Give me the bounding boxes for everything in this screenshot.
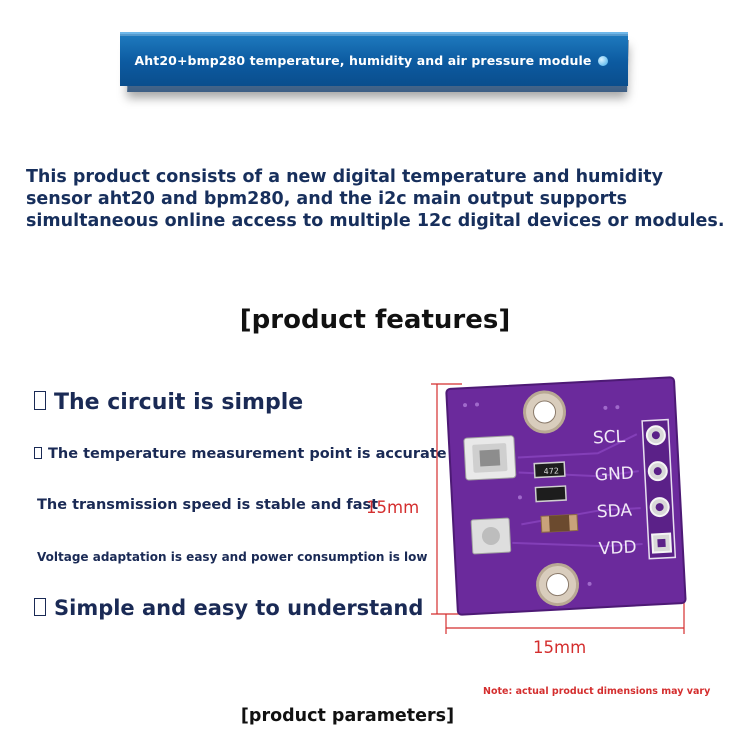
feature-item-power: Voltage adaptation is easy and power con… <box>37 550 428 564</box>
feature-label: Voltage adaptation is easy and power con… <box>37 550 428 564</box>
feature-item-speed: The transmission speed is stable and fas… <box>37 497 378 513</box>
feature-item-accuracy: The temperature measurement point is acc… <box>34 446 447 462</box>
header-banner: Aht20+bmp280 temperature, humidity and a… <box>120 32 628 86</box>
features-heading: [product features] <box>239 305 511 335</box>
smd-components: 472 <box>533 461 579 533</box>
header-pins <box>641 418 677 560</box>
parameters-heading: [product parameters] <box>240 706 455 726</box>
intro-paragraph: This product consists of a new digital t… <box>26 167 725 231</box>
pin-label-gnd: GND <box>594 463 634 485</box>
banner-title: Aht20+bmp280 temperature, humidity and a… <box>134 52 592 68</box>
pin-label-sda: SDA <box>596 501 633 523</box>
feature-label: The temperature measurement point is acc… <box>48 446 447 462</box>
pcb: 472 SCL GND SDA VDD <box>445 376 687 616</box>
dimension-width-label: 15mm <box>533 638 587 657</box>
feature-item-circuit: The circuit is simple <box>34 390 303 415</box>
banner-dot-icon <box>598 56 608 66</box>
feature-label: The circuit is simple <box>54 390 304 415</box>
dimension-note: Note: actual product dimensions may vary <box>483 686 711 697</box>
checkbox-icon <box>34 598 46 616</box>
feature-label: The transmission speed is stable and fas… <box>37 497 379 513</box>
chip-label: 472 <box>543 466 559 476</box>
pin-label-vdd: VDD <box>598 537 637 559</box>
dimension-height-label: 15mm <box>366 498 420 517</box>
feature-label: Simple and easy to understand <box>54 596 424 620</box>
checkbox-icon <box>34 447 42 459</box>
pin-label-scl: SCL <box>592 427 626 449</box>
feature-item-simple: Simple and easy to understand <box>34 596 423 620</box>
dimension-lines <box>431 383 685 634</box>
checkbox-icon <box>34 391 46 410</box>
